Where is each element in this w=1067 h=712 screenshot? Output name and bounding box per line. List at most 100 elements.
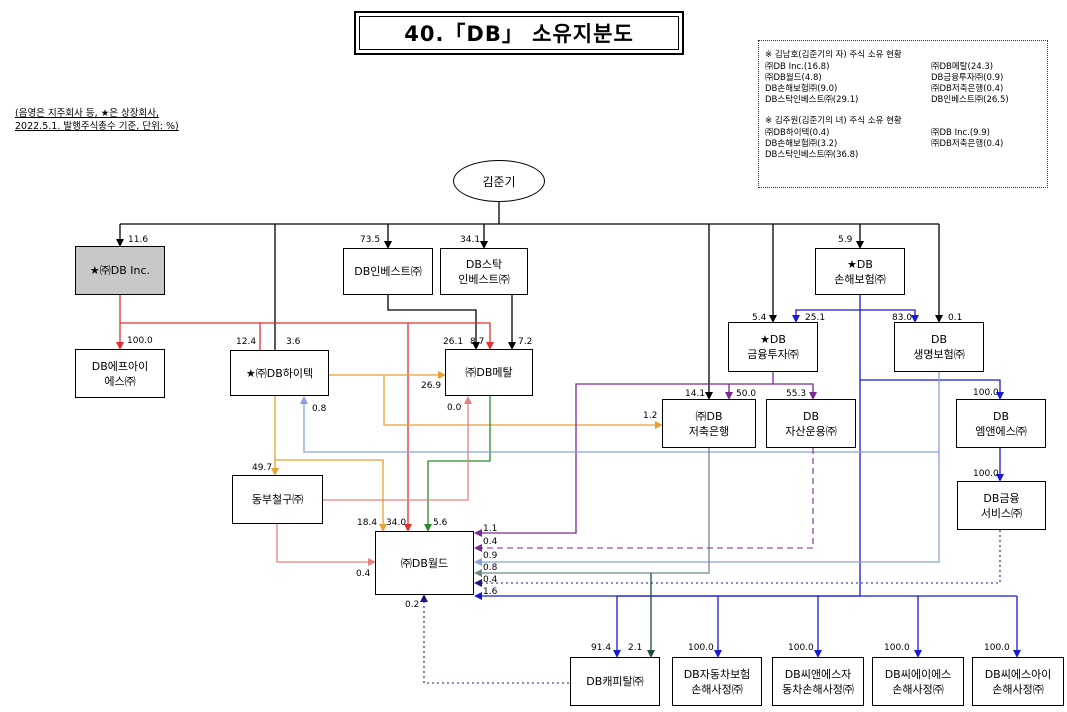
company-label: DB인베스트㈜ <box>354 265 422 278</box>
stake-label: 100.0 <box>884 643 910 653</box>
legend-item: ㈜DB메탈(24.3) <box>931 62 994 72</box>
stake-label: 0.8 <box>483 563 498 573</box>
stake-label: 25.1 <box>805 313 826 323</box>
company-label: 자산운용㈜ <box>785 424 837 438</box>
stake-label: 50.0 <box>736 389 757 399</box>
company-label: DB자동차보험 <box>683 667 751 681</box>
company-label: ㈜DB월드 <box>400 556 449 570</box>
company-label: DB캐피탈㈜ <box>586 675 644 688</box>
stake-label: 11.6 <box>128 235 149 245</box>
stake-label: 26.1 <box>443 337 464 347</box>
legend-item: DB손해보험㈜(9.0) <box>765 84 838 94</box>
company-dongbu-steel: 동부철구㈜ <box>232 475 323 524</box>
legend-header-2: ※ 김주원(김준기의 녀) 주식 소유 현황 <box>765 116 902 126</box>
company-label: ㈜DB <box>695 409 723 423</box>
stake-label: 83.0 <box>892 313 913 323</box>
company-db-hitek: ★㈜DB하이텍 <box>230 350 329 396</box>
stake-label: 8.7 <box>470 337 485 347</box>
stake-label: 73.5 <box>360 235 381 245</box>
stake-label: 0.0 <box>447 403 462 413</box>
company-db-metal: ㈜DB메탈 <box>445 349 533 396</box>
company-label: 금융투자㈜ <box>747 348 799 361</box>
company-label: DB금융 <box>983 491 1020 505</box>
company-label: 손해사정㈜ <box>892 682 944 696</box>
note-line-2: 2022.5.1. 발행주식총수 기준, 단위: %) <box>15 121 179 132</box>
stake-label: 100.0 <box>984 643 1010 653</box>
company-label: DB씨앤에스자 <box>784 667 852 681</box>
company-db-capital: DB캐피탈㈜ <box>570 657 660 706</box>
stake-label: 34.1 <box>460 235 481 245</box>
company-label: DB <box>930 333 948 346</box>
company-label: 동부철구㈜ <box>251 493 304 506</box>
stake-label: 1.2 <box>643 411 658 421</box>
note: (음영은 지주회사 등, ★은 상장회사, 2022.5.1. 발행주식총수 기… <box>15 107 179 133</box>
company-label: DB <box>802 409 820 423</box>
legend-item: ㈜DB Inc.(9.9) <box>931 128 990 138</box>
company-label: 엠앤에스㈜ <box>975 424 1027 438</box>
stake-label: 1.6 <box>483 587 498 597</box>
company-db-inc: ★㈜DB Inc. <box>75 246 165 295</box>
legend-item: DB손해보험㈜(3.2) <box>765 139 838 149</box>
company-label: DB씨에이에스 <box>884 667 952 681</box>
stake-label: 100.0 <box>688 643 714 653</box>
company-label: ★㈜DB하이텍 <box>245 366 314 380</box>
legend-item: ㈜DB저축은행(0.4) <box>931 139 1004 149</box>
stake-label: 1.1 <box>483 524 498 534</box>
stake-label: 100.0 <box>973 469 999 479</box>
stake-label: 5.9 <box>838 235 853 245</box>
company-label: 손해사정㈜ <box>691 682 743 696</box>
stake-label: 34.0 <box>386 518 407 528</box>
legend-item: DB스탁인베스트㈜(36.8) <box>765 150 859 160</box>
legend-item: ㈜DB Inc.(16.8) <box>765 62 830 72</box>
stake-label: 91.4 <box>591 643 612 653</box>
legend-item: DB스탁인베스트㈜(29.1) <box>765 95 859 105</box>
stake-label: 18.4 <box>357 518 378 528</box>
stake-label: 0.4 <box>483 575 498 585</box>
stake-label: 26.9 <box>421 381 442 391</box>
company-label: 동차손해사정㈜ <box>782 682 854 696</box>
legend-item: ㈜DB하이텍(0.4) <box>765 128 830 138</box>
company-label: 인베스트㈜ <box>458 272 510 286</box>
stake-label: 0.4 <box>483 537 498 547</box>
company-label: 손해보험㈜ <box>834 272 886 286</box>
company-label: ㈜DB메탈 <box>465 366 513 379</box>
stake-label: 55.3 <box>786 389 807 399</box>
stake-label: 0.1 <box>948 313 963 323</box>
stake-label: 100.0 <box>973 388 999 398</box>
company-label: DB스탁 <box>465 257 503 271</box>
company-label: ★DB <box>847 257 873 271</box>
page-title: 40.「DB」 소유지분도 <box>359 16 679 50</box>
legend-item: DB인베스트㈜(26.5) <box>931 95 1009 105</box>
stake-label: 0.2 <box>405 600 420 610</box>
stake-label: 0.8 <box>312 404 327 414</box>
company-label: ★㈜DB Inc. <box>89 264 151 277</box>
stake-label: 5.4 <box>752 313 767 323</box>
stake-label: 7.2 <box>518 337 533 347</box>
company-label: 손해사정㈜ <box>992 682 1044 696</box>
stake-label: 2.1 <box>628 643 643 653</box>
company-label: 저축은행 <box>688 424 730 438</box>
stake-label: 100.0 <box>127 336 153 346</box>
company-db-world: ㈜DB월드 <box>375 531 474 595</box>
person-kim-junki: 김준기 <box>453 160 545 202</box>
ownership-legend: ※ 김남호(김준기의 자) 주식 소유 현황 ㈜DB Inc.(16.8) ㈜D… <box>758 40 1048 188</box>
legend-item: DB금융투자㈜(0.9) <box>931 73 1004 83</box>
legend-header-1: ※ 김남호(김준기의 자) 주식 소유 현황 <box>765 50 902 60</box>
company-label: DB <box>992 409 1010 423</box>
company-label: DB씨에스아이 <box>984 667 1052 681</box>
stake-label: 0.9 <box>483 551 498 561</box>
company-db-invest: DB인베스트㈜ <box>343 248 433 295</box>
